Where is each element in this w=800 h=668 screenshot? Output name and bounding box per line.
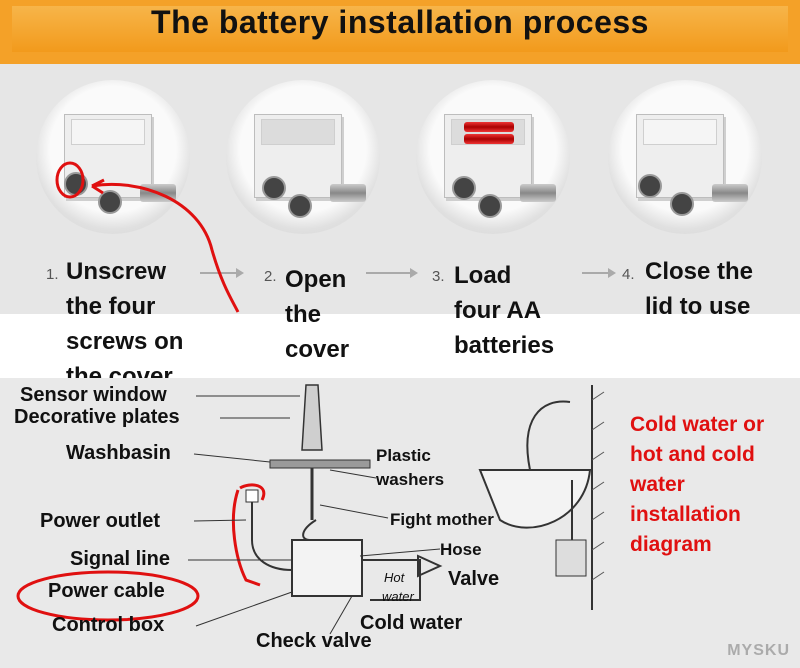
- label-valve: Valve: [448, 568, 500, 590]
- title-banner: The battery installation process: [0, 0, 800, 64]
- step-arrow: [582, 272, 608, 274]
- connector-icon: [452, 176, 476, 200]
- step-1-photo: [36, 80, 190, 234]
- note-line: installation: [630, 503, 741, 526]
- label-power-cable: Power cable: [48, 580, 165, 602]
- screw-highlight-circle: [55, 161, 85, 199]
- sensor-port-icon: [288, 194, 312, 218]
- step-arrow: [200, 272, 236, 274]
- box-lid: [71, 119, 145, 145]
- screw-pointer-arrow: [91, 182, 240, 313]
- valve-icon: [417, 554, 443, 578]
- step-1-number: 1.: [46, 266, 59, 283]
- pipe-fitting-icon: [520, 184, 556, 202]
- label-signal-line: Signal line: [70, 548, 171, 570]
- step-4-line: Close the: [645, 258, 754, 285]
- page-title: The battery installation process: [151, 4, 649, 40]
- battery-icon: [464, 122, 514, 132]
- step-3-caption: Load four AA batteries: [454, 258, 554, 363]
- step-1-line: screws on: [66, 328, 184, 355]
- step-3-number: 3.: [432, 268, 445, 285]
- title-banner-highlight: [12, 6, 788, 52]
- outlet-highlight-path: [239, 483, 266, 501]
- step-3-line: four AA: [454, 297, 542, 324]
- side-basin: [478, 469, 592, 529]
- arrow-head-icon: [236, 268, 244, 278]
- label-power-outlet: Power outlet: [40, 510, 161, 532]
- step-3-line: Load: [454, 262, 512, 289]
- battery-compartment: [261, 119, 335, 145]
- step-2-caption: Open the cover: [285, 262, 349, 367]
- arrow-head-icon: [410, 268, 418, 278]
- wall-hatching: [591, 391, 605, 581]
- control-box-drawing: [291, 539, 363, 597]
- faucet-body: [301, 384, 323, 451]
- note-line: hot and cold: [630, 443, 755, 466]
- note-line: water: [630, 473, 685, 496]
- connector-icon: [262, 176, 286, 200]
- washbasin-slab: [269, 459, 371, 469]
- label-decorative-plates: Decorative plates: [14, 406, 180, 428]
- white-band: [0, 314, 800, 378]
- arrow-head-icon: [91, 178, 105, 195]
- battery-icon: [464, 134, 514, 144]
- step-4-caption: Close the lid to use: [645, 254, 753, 324]
- step-4-photo: [608, 80, 762, 234]
- step-2-number: 2.: [264, 268, 277, 285]
- side-faucet: [526, 400, 571, 471]
- installation-note: Cold water or hot and cold water install…: [630, 410, 800, 560]
- label-plastic-washers-1: Plastic: [376, 446, 431, 465]
- label-sensor-window: Sensor window: [20, 384, 167, 406]
- step-2-line: Open: [285, 266, 347, 293]
- note-line: Cold water or: [630, 413, 765, 436]
- label-cold-water: Cold water: [360, 612, 463, 634]
- label-hot-water-2: water: [382, 589, 414, 604]
- note-line: diagram: [630, 533, 712, 556]
- label-check-valve: Check valve: [256, 630, 372, 652]
- label-hose: Hose: [440, 540, 482, 559]
- connector-icon: [638, 174, 662, 198]
- hose-line: [302, 519, 317, 541]
- step-2-line: the: [285, 301, 321, 328]
- sensor-port-icon: [478, 194, 502, 218]
- leader-lines: [188, 395, 441, 635]
- label-fight-mother: Fight mother: [390, 510, 494, 529]
- step-arrow: [366, 272, 410, 274]
- step-3-line: batteries: [454, 332, 555, 359]
- power-outlet-icon: [245, 489, 259, 503]
- step-4-line: lid to use: [645, 293, 751, 320]
- side-control-box: [555, 539, 587, 577]
- step-1-line: the four: [66, 293, 156, 320]
- step-4-number: 4.: [622, 266, 635, 283]
- water-pipe: [362, 559, 421, 601]
- step-1-line: Unscrew: [66, 258, 167, 285]
- pipe-fitting-icon: [712, 184, 748, 202]
- power-cable-highlight-circle: [16, 570, 200, 622]
- watermark: MYSKU: [727, 642, 790, 659]
- sensor-port-icon: [670, 192, 694, 216]
- cable-highlight-path: [231, 489, 261, 587]
- step-3-photo: [416, 80, 570, 234]
- arrow-head-icon: [608, 268, 616, 278]
- label-plastic-washers-2: washers: [376, 470, 445, 489]
- step-2-line: cover: [285, 336, 350, 363]
- label-washbasin: Washbasin: [66, 442, 171, 464]
- step-2-photo: [226, 80, 380, 234]
- box-lid: [643, 119, 717, 145]
- pipe-fitting-icon: [330, 184, 366, 202]
- label-control-box: Control box: [52, 614, 165, 636]
- label-hot-water-1: Hot: [384, 570, 405, 585]
